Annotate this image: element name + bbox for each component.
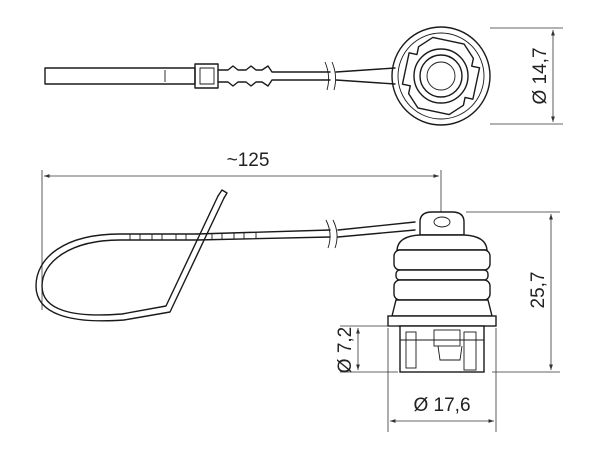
dim-cap-height: 25,7 xyxy=(466,211,560,373)
label-cap-face-diameter: Ø 14,7 xyxy=(530,47,551,104)
top-view: Ø 14,7 xyxy=(44,26,563,126)
dim-thread-height: Ø 7,2 xyxy=(335,325,398,373)
label-overall-length: ~125 xyxy=(227,150,270,171)
side-view: ~125 xyxy=(35,150,560,432)
dim-overall-length: ~125 xyxy=(41,150,442,310)
cap-body-side-view xyxy=(387,211,497,373)
dim-base-diameter: Ø 17,6 xyxy=(387,328,497,432)
label-cap-height: 25,7 xyxy=(528,272,549,309)
strap-loop xyxy=(35,189,416,322)
label-base-diameter: Ø 17,6 xyxy=(413,395,470,416)
label-thread-height: Ø 7,2 xyxy=(335,327,356,373)
cap-face-top-view xyxy=(391,26,491,126)
dim-cap-face: Ø 14,7 xyxy=(490,27,563,125)
strap-top-view xyxy=(44,61,396,91)
